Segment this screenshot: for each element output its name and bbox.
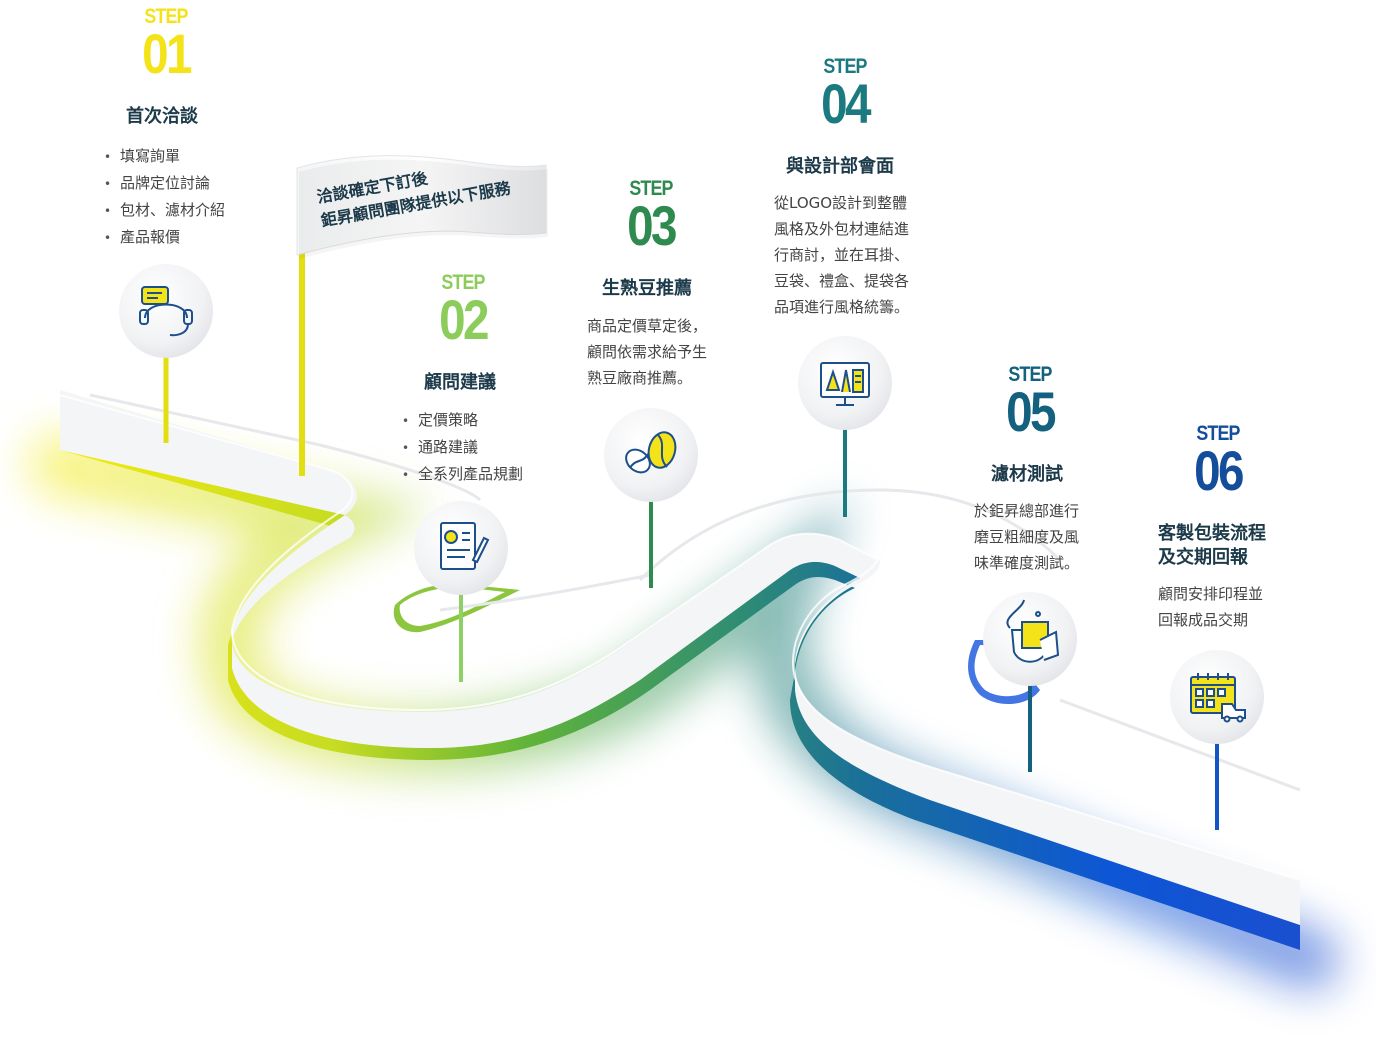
step-number: 02 xyxy=(439,288,489,351)
step-label: STEP xyxy=(1196,422,1240,445)
step-label: STEP xyxy=(441,271,485,294)
desc-line: 風格及外包材連結進 xyxy=(774,220,910,238)
step-05-title: 濾材測試 xyxy=(991,464,1063,485)
desc-line: 行商討，並在耳掛、 xyxy=(774,246,910,264)
desc-line: 商品定價草定後， xyxy=(587,317,708,335)
step-02-list: 定價策略 通路建議 全系列產品規劃 xyxy=(402,407,523,488)
calendar-truck-icon xyxy=(1190,673,1246,723)
step-04-description: 從LOGO設計到整體 風格及外包材連結進 行商討，並在耳掛、 豆袋、禮盒、提袋各… xyxy=(774,190,909,320)
step-number: 03 xyxy=(627,194,677,257)
list-item: 定價策略 xyxy=(402,407,523,434)
step-number: 06 xyxy=(1194,439,1244,502)
list-item: 全系列產品規劃 xyxy=(402,461,523,488)
desc-line: 磨豆粗細度及風 xyxy=(974,528,1080,546)
step-label: STEP xyxy=(823,55,867,78)
step-label: STEP xyxy=(144,5,188,28)
step-03-badge: STEP 03 xyxy=(613,177,689,257)
flag xyxy=(296,155,548,259)
list-item: 填寫詢單 xyxy=(104,143,225,170)
icon-circle-01 xyxy=(119,264,213,358)
headset-chat-icon xyxy=(139,286,193,337)
step-06-badge: STEP 06 xyxy=(1180,422,1256,502)
list-item: 通路建議 xyxy=(402,434,523,461)
step-05-description: 於鉅昇總部進行 磨豆粗細度及風 味準確度測試。 xyxy=(974,498,1079,576)
step-label: STEP xyxy=(629,177,673,200)
step-05-badge: STEP 05 xyxy=(992,363,1068,443)
step-06-description: 顧問安排印程並 回報成品交期 xyxy=(1158,581,1263,633)
step-number: 04 xyxy=(821,72,871,135)
step-06-title: 客製包裝流程 及交期回報 xyxy=(1158,522,1266,570)
step-02-title: 顧問建議 xyxy=(424,372,496,393)
document-pen-icon xyxy=(440,522,490,570)
step-04-title: 與設計部會面 xyxy=(786,156,894,177)
desc-line: 味準確度測試。 xyxy=(974,554,1080,572)
step-02-badge: STEP 02 xyxy=(425,271,501,351)
step-01-list: 填寫詢單 品牌定位討論 包材、濾材介紹 產品報價 xyxy=(104,143,225,251)
desc-line: 於鉅昇總部進行 xyxy=(974,502,1080,520)
desc-line: 豆袋、禮盒、提袋各 xyxy=(774,272,910,290)
step-label: STEP xyxy=(1008,363,1052,386)
desc-line: 顧問安排印程並 xyxy=(1158,585,1264,603)
title-line: 客製包裝流程 xyxy=(1158,523,1266,544)
desc-line: 顧問依需求給予生 xyxy=(587,343,708,361)
step-04-badge: STEP 04 xyxy=(807,55,883,135)
drip-filter-icon xyxy=(1006,599,1060,663)
list-item: 包材、濾材介紹 xyxy=(104,197,225,224)
step-number: 01 xyxy=(142,22,192,85)
coffee-beans-icon xyxy=(625,431,677,474)
step-number: 05 xyxy=(1006,380,1056,443)
step-03-description: 商品定價草定後， 顧問依需求給予生 熟豆廠商推薦。 xyxy=(587,313,707,391)
desc-line: 熟豆廠商推薦。 xyxy=(587,369,693,387)
desc-line: 品項進行風格統籌。 xyxy=(774,298,910,316)
list-item: 品牌定位討論 xyxy=(104,170,225,197)
list-item: 產品報價 xyxy=(104,224,225,251)
road-surface xyxy=(60,390,1300,925)
design-monitor-icon xyxy=(820,362,870,406)
title-line: 及交期回報 xyxy=(1158,547,1248,568)
step-03-title: 生熟豆推薦 xyxy=(602,278,692,299)
desc-line: 從LOGO設計到整體 xyxy=(774,194,908,212)
step-01-badge: STEP 01 xyxy=(128,5,204,85)
step-01-title: 首次洽談 xyxy=(126,106,198,127)
desc-line: 回報成品交期 xyxy=(1158,611,1249,629)
road-edge xyxy=(60,450,1300,950)
